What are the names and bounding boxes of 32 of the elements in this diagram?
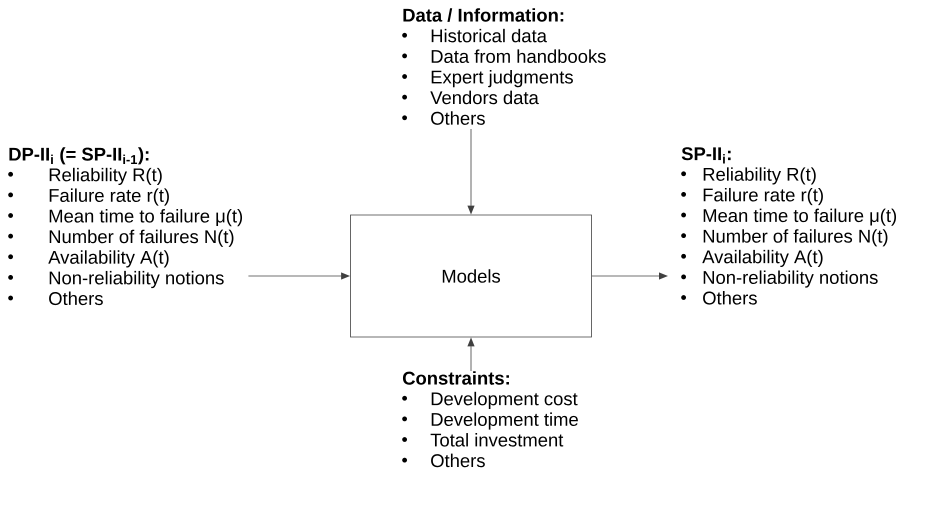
bullet-list: Constraints: Development cost Development time Total investment Others — [402, 371, 578, 468]
node-label: Data from handbooks — [432, 49, 606, 63]
node-label: Development cost — [432, 392, 578, 409]
node-label: SP-II$_{i}$: — [682, 147, 731, 164]
node-label: Non-reliability notions — [704, 270, 878, 288]
node-label: Mean time to failure μ(t) — [704, 208, 896, 226]
node-label: Total investment — [430, 433, 564, 447]
node-label: Reliability R(t) — [704, 167, 816, 185]
node-label: Constraints: — [402, 371, 509, 385]
node-label: Historical data — [432, 28, 547, 42]
node-label: Others — [703, 291, 757, 305]
bullet-list: SP-II$_{i}$: Reliability R(t) Failure rate r(t) Mean time to failure μ(t) Number of failures N(t) Availability A(t) Non-reliability notions Others — [681, 147, 896, 305]
process-box: Models — [350, 214, 592, 338]
node-label: Expert judgments — [432, 70, 573, 88]
node-label: Availability A(t) — [48, 250, 169, 268]
node-label: Number of failures N(t) — [704, 229, 888, 246]
node-label: Vendors data — [430, 90, 539, 104]
node-label: Number of failures N(t) — [50, 230, 234, 247]
bullet-list: Data / Information: Historical data Data from handbooks Expert judgments Vendors data Others — [402, 8, 606, 125]
node-label: Others — [49, 292, 103, 306]
node-label: Data / Information: — [403, 8, 564, 22]
node-label: Others — [431, 454, 485, 468]
node-label: DP-II$_{i}$ (= SP-II$_{i-1}$): — [9, 147, 148, 164]
node-label: Reliability R(t) — [50, 168, 162, 185]
node-label: Others — [431, 111, 485, 125]
bullet-list: DP-II$_{i}$ (= SP-II$_{i-1}$): Reliability R(t) Failure rate r(t) Mean time to failure μ(t) Number of failures N(t) Availability A(t) Non-reliability notions Others — [8, 147, 242, 306]
node-label: Failure rate r(t) — [704, 188, 823, 206]
node-label: Development time — [432, 412, 578, 430]
node-label: Mean time to failure μ(t) — [50, 209, 242, 226]
node-label: Failure rate r(t) — [50, 188, 169, 206]
node-label: Availability A(t) — [702, 250, 823, 268]
node-label: Non-reliability notions — [50, 270, 224, 288]
